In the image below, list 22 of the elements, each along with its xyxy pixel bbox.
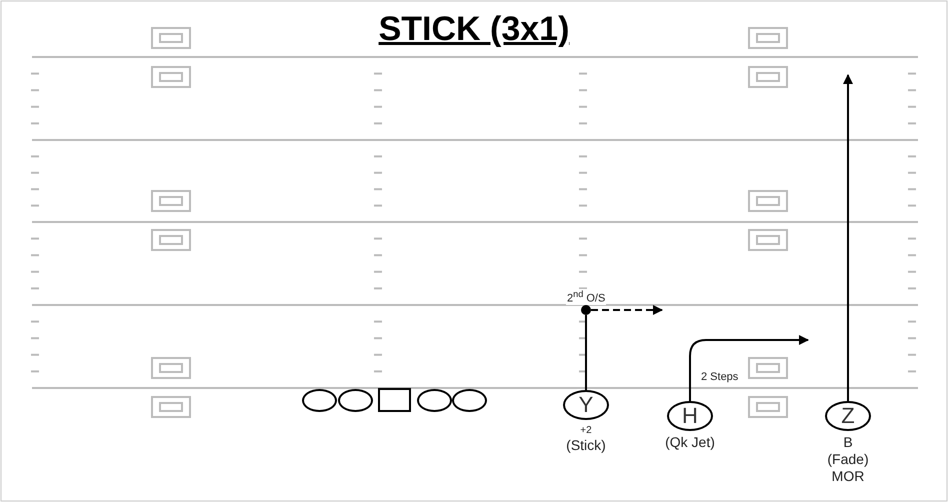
lineman-ellipse: [452, 388, 486, 412]
player-assignment: MOR: [832, 468, 864, 484]
lineman-ellipse: [416, 388, 452, 412]
player-assignment: B: [843, 434, 853, 450]
route-arrow: [843, 74, 853, 401]
player-assignment: (Stick): [566, 437, 606, 453]
player-assignment: (Qk Jet): [665, 434, 715, 450]
edge-label: 2$^{nd}$ O/S: [566, 289, 606, 305]
play-title: STICK (3x1): [378, 10, 570, 48]
edge-label: 2 Steps: [700, 371, 740, 383]
route-line: [585, 315, 587, 390]
player-circle: H: [667, 401, 713, 431]
route-arrow: [689, 335, 809, 401]
route-dot: [581, 305, 591, 315]
lineman-ellipse: [302, 388, 336, 412]
player-circle: Y: [563, 390, 609, 420]
player-circle: Z: [825, 401, 871, 431]
lineman-ellipse: [338, 388, 372, 412]
player-assignment: +2: [580, 425, 592, 436]
player-assignment: (Fade): [827, 451, 869, 467]
center-square: [378, 388, 410, 412]
route-arrow: [591, 305, 663, 315]
